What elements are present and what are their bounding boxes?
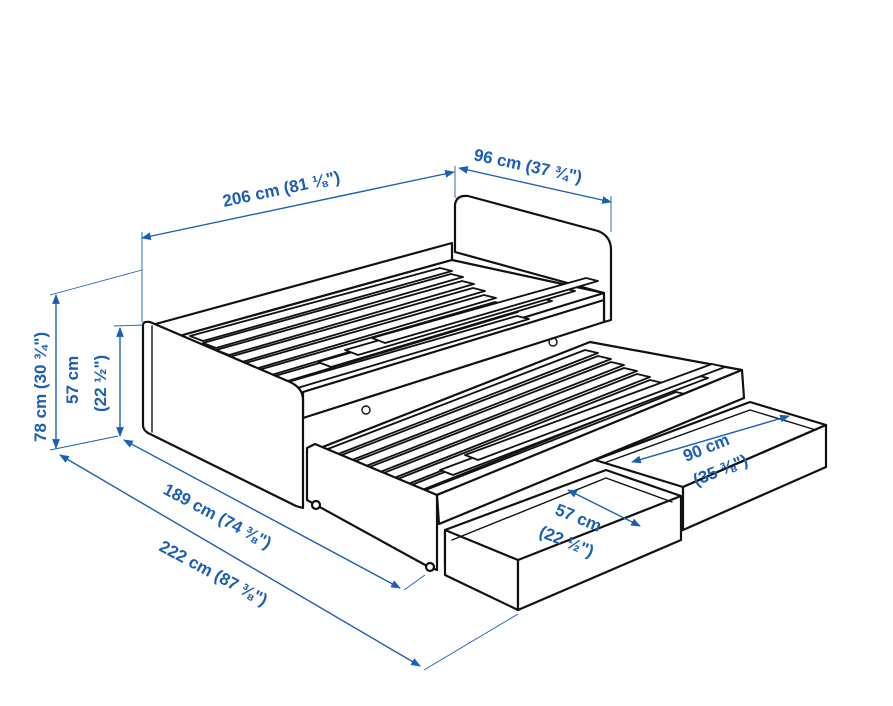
trundle-slats xyxy=(319,349,726,498)
caster-right xyxy=(424,561,436,573)
main-bed-slats xyxy=(189,267,599,390)
label-width-bed: 96 cm (37 ¾") xyxy=(472,145,584,186)
rail-bolt-right xyxy=(548,337,558,347)
drawer-left-inner-edge xyxy=(451,477,673,541)
label-height-side-inches: (22 ½") xyxy=(91,355,110,412)
trundle-front-rail xyxy=(435,368,746,526)
label-height-side: 57 cm xyxy=(63,356,82,404)
label-length-total: 206 cm (81 ⅛") xyxy=(221,167,342,210)
caster-left xyxy=(310,499,322,511)
dimension-lines xyxy=(49,166,790,671)
rail-bolt-left xyxy=(361,405,371,415)
label-height-total: 78 cm (30 ¾") xyxy=(31,332,50,442)
trundle-bed xyxy=(305,340,746,573)
headboard xyxy=(453,194,613,324)
label-depth-extended: 222 cm (87 ⅜") xyxy=(156,537,271,610)
